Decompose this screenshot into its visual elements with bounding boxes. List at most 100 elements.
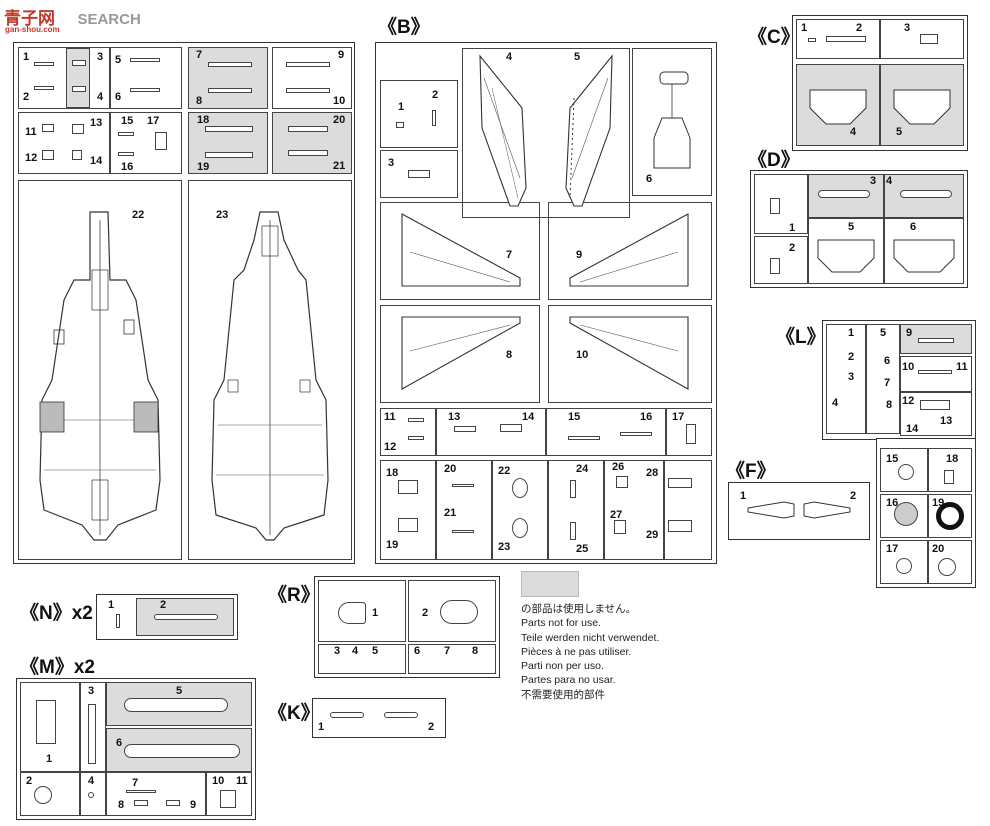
sprue-l-cell-20 (928, 540, 972, 584)
part-d-1 (770, 198, 780, 214)
part-m-9-number: 9 (190, 799, 197, 811)
part-f-1-number: 1 (740, 490, 747, 502)
part-l-2-number: 2 (848, 351, 855, 363)
part-b-24 (570, 480, 576, 498)
sprue-b-cell-3 (380, 150, 458, 198)
part-b-26-number: 26 (612, 461, 625, 473)
part-a-3 (72, 60, 86, 66)
part-r-1 (338, 602, 366, 624)
sprue-a-cell-23 (188, 180, 352, 560)
part-m-8 (134, 800, 148, 806)
sprue-a-cell-7-8 (188, 47, 268, 109)
part-b-26 (616, 476, 628, 488)
sprue-d-cell-1 (754, 174, 808, 234)
part-a-13-number: 13 (90, 117, 103, 129)
part-l-16-number: 16 (886, 497, 899, 509)
part-a-20 (288, 126, 328, 132)
part-l-9-number: 9 (906, 327, 913, 339)
part-b-23 (512, 518, 528, 538)
part-l-8-number: 8 (886, 399, 893, 411)
part-b-27-number: 27 (610, 509, 623, 521)
part-a-2 (34, 86, 54, 90)
part-r-1-number: 1 (372, 607, 379, 619)
sprue-b-cell-13-14 (436, 408, 546, 456)
part-a-13 (72, 124, 84, 134)
sprue-b-cell-15-16 (546, 408, 666, 456)
sprue-b-cell-24-25 (548, 460, 604, 560)
part-c-5-drawing (893, 89, 951, 125)
part-a-4 (72, 86, 86, 92)
part-b-8-number: 8 (506, 349, 513, 361)
part-a-7-number: 7 (196, 49, 203, 61)
fuselage-part-22 (39, 211, 161, 541)
sprue-d-cell-2 (754, 236, 808, 284)
part-b-28 (668, 478, 692, 488)
part-m-6 (124, 744, 240, 758)
watermark-logo: 青子网 SEARCH (4, 4, 141, 29)
part-m-1-number: 1 (46, 753, 53, 765)
part-m-7 (126, 790, 156, 793)
part-a-18-number: 18 (197, 114, 210, 126)
part-f-2-number: 2 (850, 490, 857, 502)
part-k-1 (330, 712, 364, 718)
sprue-a-shaded-3-4 (66, 48, 90, 108)
part-a-23-number: 23 (216, 209, 229, 221)
part-m-10-11 (220, 790, 236, 808)
part-r-2 (440, 600, 478, 624)
part-d-2-number: 2 (789, 242, 796, 254)
part-a-6 (130, 88, 160, 92)
sprue-c-label: 《C》 (748, 27, 800, 48)
sprue-l-cell-16 (880, 494, 928, 538)
sprue-b-cell-26-27 (604, 460, 664, 560)
part-b-4-number: 4 (506, 51, 513, 63)
sprue-b-cell-6 (632, 48, 712, 196)
sprue-k-label: 《K》 (268, 703, 320, 724)
part-b-22-number: 22 (498, 465, 511, 477)
part-b-14 (500, 424, 522, 432)
part-b-11-number: 11 (384, 411, 396, 423)
sprue-a-cell-22 (18, 180, 182, 560)
part-c-3 (920, 34, 938, 44)
sprue-l-cell-17 (880, 540, 928, 584)
part-r-8-number: 8 (472, 645, 479, 657)
wing-part-b-4 (479, 54, 527, 207)
watermark-url: gan-shou.com (5, 25, 60, 34)
part-b-17-number: 17 (672, 411, 685, 423)
part-a-10-number: 10 (333, 95, 346, 107)
sprue-b-cell-10 (548, 305, 712, 403)
part-b-16 (620, 432, 652, 436)
part-a-15-number: 15 (121, 115, 134, 127)
part-m-5-number: 5 (176, 685, 183, 697)
part-k-1-number: 1 (318, 721, 325, 733)
part-a-19-number: 19 (197, 161, 210, 173)
part-a-21 (288, 150, 328, 156)
part-k-2-number: 2 (428, 721, 435, 733)
legend-line-cn: 不需要使用的部件 (521, 688, 605, 701)
part-b-14-number: 14 (522, 411, 535, 423)
part-a-5-number: 5 (115, 54, 122, 66)
part-n-1 (116, 614, 120, 628)
part-l-18-number: 18 (946, 453, 959, 465)
part-l-16 (894, 502, 918, 526)
part-m-10-number: 10 (212, 775, 225, 787)
part-a-5 (130, 58, 160, 62)
part-b-22 (512, 478, 528, 498)
part-n-1-number: 1 (108, 599, 115, 611)
sprue-a-cell-1-4 (18, 47, 110, 109)
part-c-2 (826, 36, 866, 42)
part-l-3-number: 3 (848, 371, 855, 383)
part-l-1-number: 1 (848, 327, 855, 339)
part-d-6-number: 6 (910, 221, 917, 233)
part-b-13 (454, 426, 476, 432)
part-a-15 (118, 132, 134, 136)
part-a-6-number: 6 (115, 91, 122, 103)
part-d-6-drawing (893, 239, 955, 273)
part-a-9-number: 9 (338, 49, 345, 61)
sprue-b-cell-8 (380, 305, 540, 403)
part-c-5-number: 5 (896, 126, 903, 138)
part-r-4-number: 4 (352, 645, 359, 657)
fuselage-part-23 (211, 211, 329, 541)
sprue-b-cell-18-19 (380, 460, 436, 560)
sprue-m-cell-1 (20, 682, 80, 772)
part-m-11-number: 11 (236, 775, 248, 787)
